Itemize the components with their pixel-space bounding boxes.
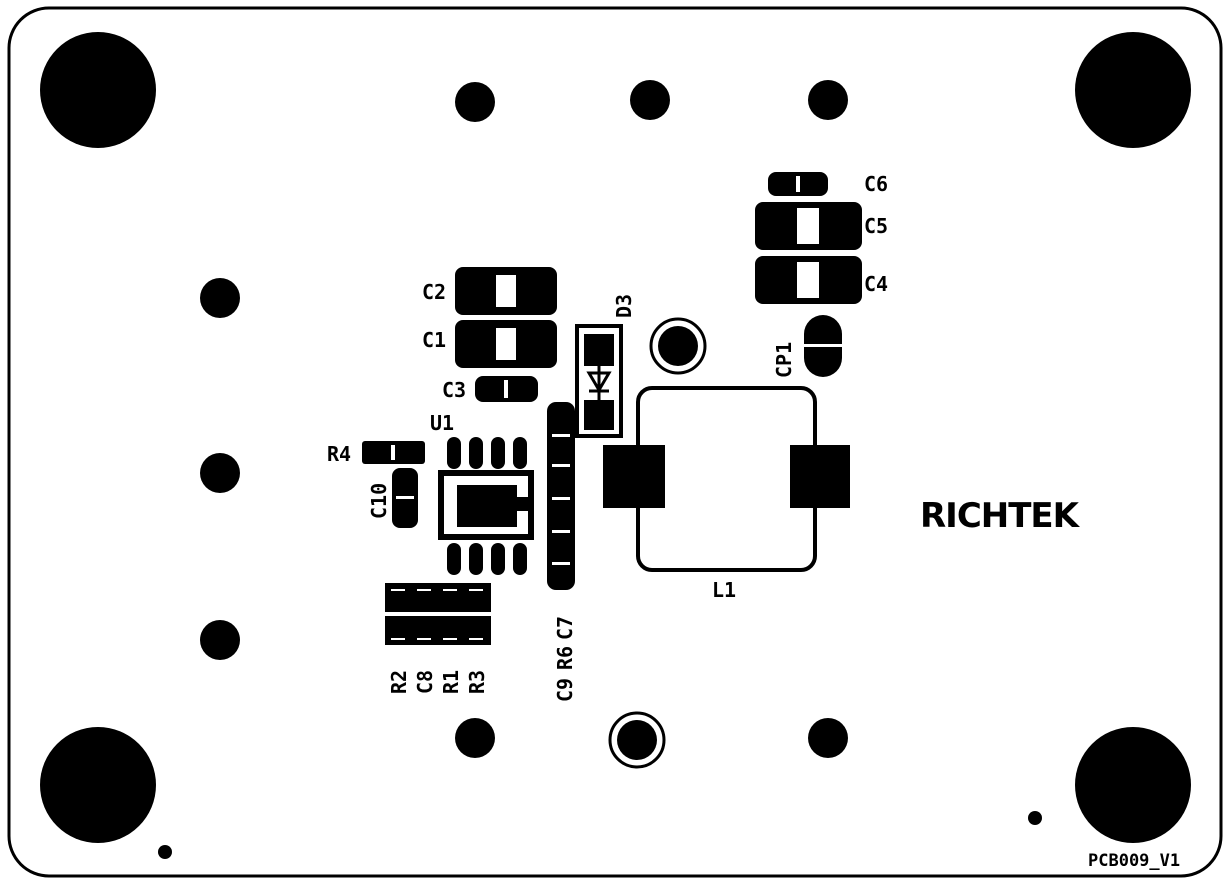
board-version-label: PCB009_V1 — [1088, 851, 1180, 871]
test-point — [630, 80, 670, 120]
label-c10: C10 — [367, 483, 391, 519]
mounting-hole — [1075, 727, 1191, 843]
label-c8: C8 — [413, 670, 437, 694]
test-point — [200, 620, 240, 660]
test-point — [808, 718, 848, 758]
label-r6: R6 — [553, 646, 577, 670]
capacitor-cp1 — [804, 315, 842, 377]
mounting-holes — [40, 32, 1191, 843]
test-point — [200, 453, 240, 493]
label-l1: L1 — [712, 578, 736, 602]
label-r4: R4 — [327, 442, 351, 466]
label-c5: C5 — [864, 214, 888, 238]
label-r3: R3 — [465, 670, 489, 694]
capacitor-c2 — [455, 267, 557, 315]
label-cp1: CP1 — [772, 342, 796, 378]
mounting-hole — [40, 32, 156, 148]
label-u1: U1 — [430, 411, 454, 435]
capacitor-c10 — [392, 468, 418, 528]
capacitor-c4 — [755, 256, 862, 304]
label-r2: R2 — [387, 670, 411, 694]
label-c2: C2 — [422, 280, 446, 304]
richtek-logo: RICHTEK — [920, 496, 1081, 536]
mounting-hole — [1075, 32, 1191, 148]
label-r1: R1 — [439, 670, 463, 694]
via-ring — [608, 711, 666, 769]
label-c6: C6 — [864, 172, 888, 196]
via — [658, 326, 698, 366]
capacitor-c6 — [768, 172, 828, 196]
ic-u1 — [438, 437, 534, 575]
test-point — [455, 718, 495, 758]
label-c3: C3 — [442, 378, 466, 402]
test-point — [455, 82, 495, 122]
capacitor-c5 — [755, 202, 862, 250]
test-points — [158, 80, 1042, 859]
test-point — [808, 80, 848, 120]
board-outline — [7, 6, 1223, 878]
label-c4: C4 — [864, 272, 888, 296]
mounting-hole — [40, 727, 156, 843]
capacitor-c3 — [475, 376, 538, 402]
fiducial — [1028, 811, 1042, 825]
label-c9: C9 — [553, 678, 577, 702]
test-point — [200, 278, 240, 318]
inductor-l1 — [603, 386, 850, 572]
via — [617, 720, 657, 760]
capacitor-c1 — [455, 320, 557, 368]
label-d3: D3 — [612, 294, 636, 318]
label-c7: C7 — [553, 616, 577, 640]
label-c1: C1 — [422, 328, 446, 352]
component-array-r2-c8-r1-r3 — [385, 583, 491, 645]
component-column-c7-r6-c9 — [547, 402, 575, 590]
diode-d3 — [575, 324, 623, 438]
via-ring — [649, 317, 707, 375]
fiducial — [158, 845, 172, 859]
resistor-r4 — [362, 441, 425, 464]
